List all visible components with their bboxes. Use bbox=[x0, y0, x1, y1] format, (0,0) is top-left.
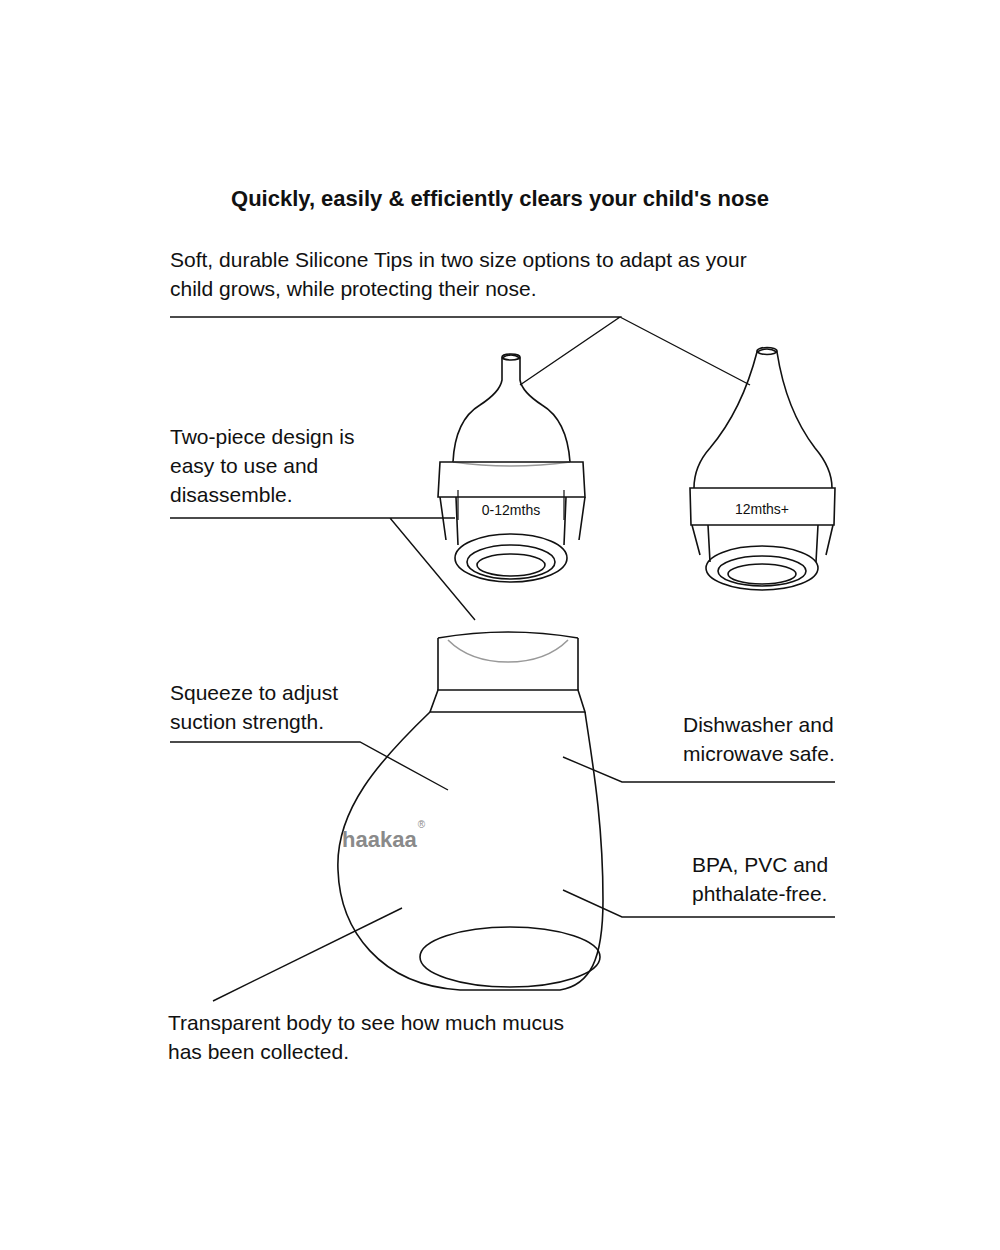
callout-text: Dishwasher and microwave safe. bbox=[683, 710, 863, 768]
brand-logo: haakaa bbox=[342, 828, 417, 852]
squeeze-bulb-body bbox=[338, 632, 603, 990]
large-silicone-tip bbox=[690, 348, 835, 591]
small-silicone-tip bbox=[438, 354, 585, 582]
callout-text: Transparent body to see how much mucus h… bbox=[168, 1008, 588, 1066]
size-label: 12mths+ bbox=[717, 501, 807, 517]
callout-text: Two-piece design is easy to use and disa… bbox=[170, 422, 385, 509]
callout-text: Squeeze to adjust suction strength. bbox=[170, 678, 385, 736]
title: Quickly, easily & efficiently clears you… bbox=[100, 184, 900, 213]
callout-text: BPA, PVC and phthalate-free. bbox=[692, 850, 872, 908]
size-label: 0-12mths bbox=[466, 502, 556, 518]
registered-mark: ® bbox=[418, 820, 425, 830]
callout-text: Soft, durable Silicone Tips in two size … bbox=[170, 245, 780, 303]
